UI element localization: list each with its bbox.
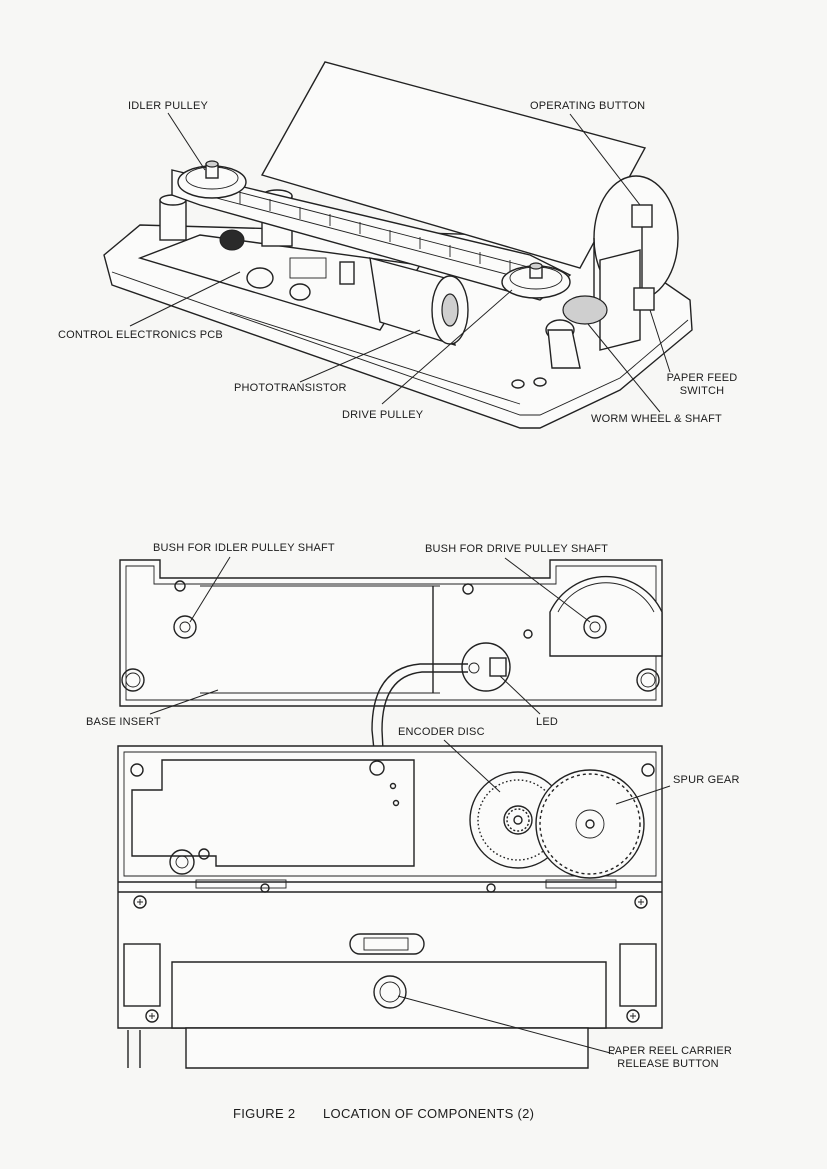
caption-figure-number: FIGURE 2	[233, 1106, 296, 1121]
operating-button	[631, 204, 653, 228]
label-encoder-disc: ENCODER DISC	[398, 726, 485, 738]
middle-leader-lines	[149, 556, 591, 715]
label-bush-drive-shaft: BUSH FOR DRIVE PULLEY SHAFT	[425, 543, 609, 555]
label-base-insert: BASE INSERT	[86, 716, 161, 728]
label-paper-reel-line2: RELEASE BUTTON	[617, 1058, 719, 1070]
bottom-leader-lines	[397, 739, 671, 1055]
label-paper-feed-switch: PAPER FEED SWITCH	[662, 372, 742, 398]
drive-pulley	[501, 262, 571, 299]
label-spur-gear: SPUR GEAR	[673, 774, 740, 786]
label-led: LED	[536, 716, 558, 728]
drive-belt	[171, 169, 572, 301]
reel-release-button	[373, 975, 407, 1009]
top-leader-lines	[129, 112, 671, 413]
idler-pulley	[177, 160, 247, 199]
label-worm-wheel-shaft: WORM WHEEL & SHAFT	[591, 413, 722, 425]
printer-mechanism-drawing	[103, 61, 693, 429]
spur-gear	[535, 769, 645, 879]
label-bush-idler-shaft: BUSH FOR IDLER PULLEY SHAFT	[153, 542, 335, 554]
label-paper-reel-release: PAPER REEL CARRIER RELEASE BUTTON	[608, 1045, 733, 1071]
label-paper-feed-line1: PAPER FEED	[666, 372, 738, 384]
pcb-cutout	[131, 759, 415, 867]
label-operating-button: OPERATING BUTTON	[530, 100, 646, 112]
base-insert-drawing	[119, 559, 663, 771]
worm-wheel	[545, 295, 608, 369]
label-paper-feed-line2: SWITCH	[679, 385, 725, 397]
label-control-electronics-pcb: CONTROL ELECTRONICS PCB	[58, 329, 223, 341]
label-phototransistor: PHOTOTRANSISTOR	[234, 382, 347, 394]
label-paper-reel-line1: PAPER REEL CARRIER	[608, 1045, 733, 1057]
base-insert-outline	[119, 559, 663, 707]
caption-title: LOCATION OF COMPONENTS (2)	[323, 1106, 535, 1121]
paper-feed-switch	[633, 287, 655, 311]
paper-sheet	[260, 61, 647, 269]
led	[461, 642, 511, 692]
chassis-drawing	[117, 745, 663, 1069]
label-idler-pulley: IDLER PULLEY	[128, 100, 209, 112]
label-drive-pulley: DRIVE PULLEY	[342, 409, 424, 421]
